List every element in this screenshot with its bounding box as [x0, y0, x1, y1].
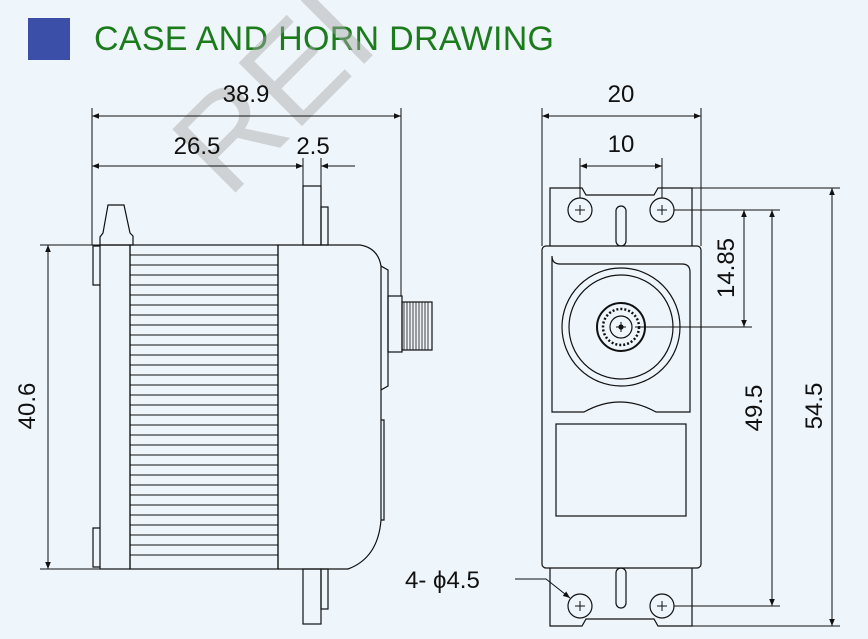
side-view — [92, 185, 433, 625]
dim-hole-spacing: 10 — [608, 131, 635, 158]
front-bezel-lower — [381, 419, 385, 521]
top-cover — [551, 255, 691, 413]
top-case — [277, 244, 382, 570]
mount-hole-bottom-left — [567, 593, 593, 619]
dim-shaft-offset: 14.85 — [713, 238, 740, 298]
watermark: REI — [145, 0, 401, 220]
spline-core — [609, 315, 633, 339]
top-mounting-ear — [549, 187, 693, 246]
dim-front-width: 20 — [608, 81, 635, 108]
page-title: CASE AND HORN DRAWING — [94, 19, 555, 58]
bottom-mounting-ear — [549, 568, 693, 627]
hole-diameter-note: 4- ϕ4.5 — [405, 567, 480, 594]
output-spline — [401, 301, 433, 351]
section-heading: CASE AND HORN DRAWING — [28, 14, 554, 64]
body-ribs — [130, 254, 278, 556]
side-mount-tab-lower — [92, 527, 100, 568]
rear-plate — [99, 244, 131, 570]
spline-teeth — [403, 302, 429, 350]
side-mount-tab-upper — [92, 245, 100, 286]
ribbed-body — [129, 244, 279, 570]
wire-grommet — [99, 204, 134, 246]
front-dimensions — [515, 108, 840, 627]
dim-overall-length: 38.9 — [223, 81, 270, 108]
top-ear-slot — [615, 205, 627, 247]
mounting-flange-top — [302, 185, 322, 246]
front-view — [541, 187, 702, 627]
dim-height: 40.6 — [14, 383, 41, 430]
front-bezel — [380, 265, 389, 391]
heading-bullet-square — [28, 18, 70, 60]
output-spline-base — [387, 295, 403, 353]
dim-spline-offset: 2.5 — [296, 133, 329, 160]
bottom-ear-slot — [615, 567, 627, 609]
label-plate — [555, 423, 687, 517]
mounting-flange-top-lip — [320, 206, 329, 246]
dim-hole-pitch: 49.5 — [741, 385, 768, 432]
front-body — [541, 245, 702, 569]
side-dimensions — [40, 108, 402, 570]
hole-crosshairs — [575, 205, 667, 611]
mounting-flange-bottom-lip — [320, 568, 329, 610]
dim-body-length: 26.5 — [174, 133, 221, 160]
mounting-flange-bottom — [302, 568, 322, 625]
dim-front-overall-length: 54.5 — [801, 383, 828, 430]
